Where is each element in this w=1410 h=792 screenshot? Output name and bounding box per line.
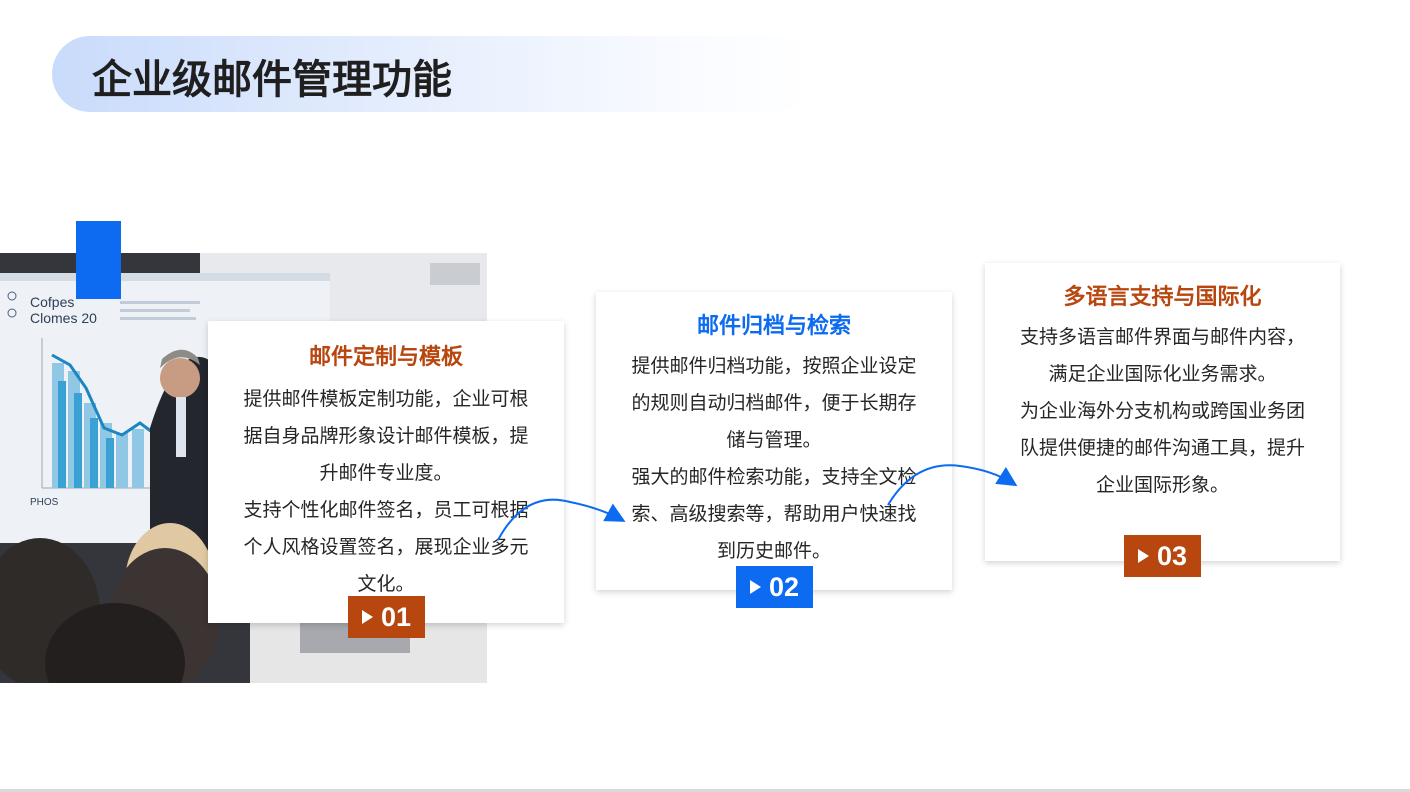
card-title: 多语言支持与国际化	[1063, 285, 1262, 310]
card-body-line: 的规则自动归档邮件，便于长期存	[631, 392, 917, 414]
card-body-line: 队提供便捷的邮件沟通工具，提升	[1019, 437, 1305, 459]
step-badge-01: 01	[348, 596, 425, 638]
page-title: 企业级邮件管理功能	[92, 57, 452, 103]
card-multilanguage: 多语言支持与国际化 支持多语言邮件界面与邮件内容， 满足企业国际化业务需求。 为…	[985, 263, 1340, 561]
card-body-line: 企业国际形象。	[1095, 474, 1229, 496]
step-number: 03	[1156, 540, 1188, 571]
card-body-line: 提供邮件模板定制功能，企业可根	[243, 388, 529, 410]
card-body-line: 索、高级搜索等，帮助用户快速找	[631, 503, 917, 525]
step-badge-03: 03	[1124, 535, 1201, 577]
card-title: 邮件定制与模板	[308, 345, 463, 370]
card-email-archive: 邮件归档与检索 提供邮件归档功能，按照企业设定 的规则自动归档邮件，便于长期存 …	[596, 292, 952, 590]
card-body-line: 支持个性化邮件签名，员工可根据	[243, 499, 529, 521]
card-body-line: 强大的邮件检索功能，支持全文检	[631, 466, 917, 488]
card-body-line: 支持多语言邮件界面与邮件内容，	[1019, 326, 1305, 348]
step-number: 01	[380, 601, 412, 632]
card-body-line: 文化。	[357, 573, 415, 595]
card-body-line: 据自身品牌形象设计邮件模板，提	[243, 425, 529, 447]
bottom-divider	[0, 789, 1410, 792]
card-body-line: 个人风格设置签名，展现企业多元	[243, 536, 529, 558]
play-triangle-icon	[749, 580, 761, 594]
slide-heading-text: Cofpes	[30, 294, 74, 310]
step-number: 02	[768, 571, 800, 602]
card-body-line: 储与管理。	[726, 429, 822, 451]
card-body-line: 到历史邮件。	[716, 540, 831, 562]
card-body-line: 为企业海外分支机构或跨国业务团	[1019, 400, 1305, 422]
card-body-line: 提供邮件归档功能，按照企业设定	[631, 355, 917, 377]
accent-block	[76, 221, 121, 299]
step-badge-02: 02	[736, 566, 813, 608]
card-body-line: 满足企业国际化业务需求。	[1048, 363, 1277, 385]
card-title: 邮件归档与检索	[696, 314, 851, 339]
play-triangle-icon	[361, 610, 373, 624]
play-triangle-icon	[1137, 549, 1149, 563]
slide-subheading-text: Clomes 20	[30, 310, 97, 326]
title-bar	[52, 36, 812, 112]
card-body-line: 升邮件专业度。	[319, 462, 453, 484]
slide-footer-text: PHOS	[30, 497, 59, 508]
card-email-customization: 邮件定制与模板 提供邮件模板定制功能，企业可根 据自身品牌形象设计邮件模板，提 …	[208, 321, 564, 623]
